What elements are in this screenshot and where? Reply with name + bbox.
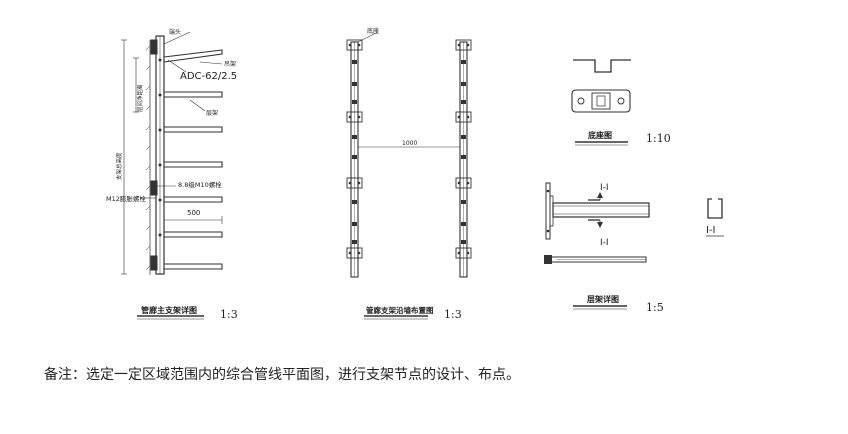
arm-nodes: [348, 43, 470, 255]
scale-layer-arm: 1:5: [646, 301, 664, 314]
title-base-plate: 底座图: [587, 130, 612, 140]
leader-spec: [167, 59, 187, 73]
scale-main-support: 1:3: [220, 308, 238, 321]
scale-wall-layout: 1:3: [444, 308, 462, 321]
channel-section: [706, 198, 724, 237]
footnote: 备注：选定一定区域范围内的综合管线平面图，进行支架节点的设计、布点。: [44, 367, 520, 383]
wall-hatch: [145, 45, 151, 271]
base-plate-hole-right: [617, 97, 625, 105]
base-profile: [573, 59, 631, 73]
label-end: 端头: [169, 28, 181, 36]
leader-small: [199, 61, 223, 65]
anchor-plate-top: [150, 39, 158, 55]
base-plate-slot: [591, 92, 611, 110]
arm-channel: [552, 202, 650, 218]
anchor-plate-mid: [150, 180, 158, 196]
base-plate-hole-left: [577, 97, 585, 105]
label-spec: ADC-62/2.5: [180, 71, 237, 82]
channel-profile: [707, 198, 723, 219]
label-bolt: 8.8级M10螺栓: [178, 180, 222, 189]
anchor-plate-bottom: [150, 255, 158, 271]
main-support-detail: [121, 31, 223, 320]
title-layer-arm: 层架详图: [586, 294, 619, 304]
label-layer: 层架: [206, 109, 218, 117]
label-hanger: 吊架: [224, 60, 236, 68]
column-bolts: [158, 58, 162, 237]
right-base-plates: [455, 39, 472, 259]
section-label-bottom: I-I: [600, 238, 609, 248]
title-wall-layout: 管廊支架沿墙布置图: [366, 305, 434, 315]
left-base-plates: [346, 39, 363, 259]
leader-layer: [189, 99, 206, 112]
wall-layout-plan: [346, 31, 472, 320]
scale-base-plate: 1:10: [646, 132, 671, 145]
label-width-dim: 500: [187, 209, 200, 217]
leader-top: [163, 31, 191, 45]
label-anchor: M12膨胀螺栓: [106, 194, 146, 203]
base-plate-outline: [571, 89, 631, 113]
section-label-top: I-I: [600, 183, 609, 193]
label-spacing-dim: 1000: [402, 140, 417, 147]
layer-arms: [163, 49, 223, 270]
leader-base: [357, 31, 379, 43]
title-main-support: 管廊主支架详图: [141, 305, 197, 315]
section-label-channel: I-I: [706, 225, 716, 236]
base-plate-detail: [571, 59, 631, 146]
label-base: 底座: [367, 27, 379, 35]
label-vdim-upper: 层间净距离: [136, 84, 144, 112]
layer-arm-detail: [544, 182, 650, 310]
label-vdim-lower: 支架总高度: [115, 152, 123, 180]
